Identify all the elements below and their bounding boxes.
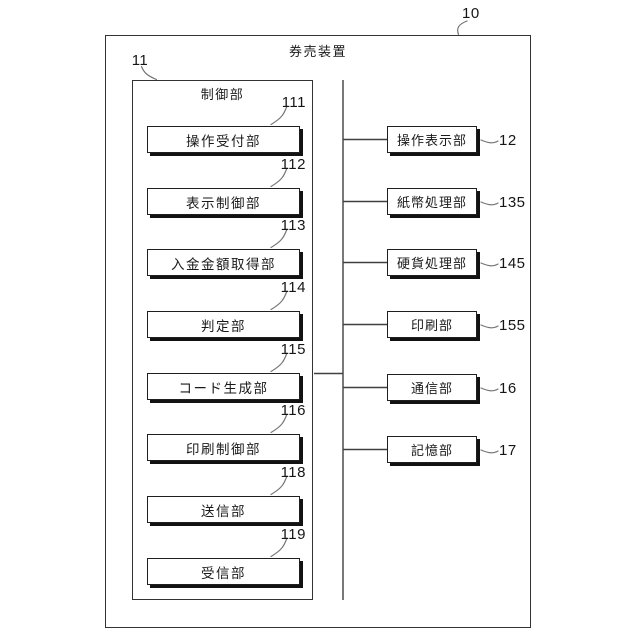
ref-number-16: 16 <box>499 380 517 397</box>
block-code-generation: コード生成部 <box>147 373 300 400</box>
ref-number-device: 10 <box>462 5 480 22</box>
ref-number-113: 113 <box>280 217 306 234</box>
block-printing: 印刷部 <box>387 311 477 338</box>
block-operation-display: 操作表示部 <box>387 126 477 153</box>
leader-line-device <box>457 20 468 36</box>
leader-line-119 <box>270 537 288 558</box>
leader-line-112 <box>270 167 288 188</box>
ref-number-145: 145 <box>499 255 526 272</box>
block-display-control: 表示制御部 <box>147 188 300 215</box>
leader-line-111 <box>270 105 288 126</box>
block-reception: 受信部 <box>147 558 300 585</box>
ref-number-116: 116 <box>280 402 306 419</box>
ref-number-135: 135 <box>499 194 526 211</box>
ref-number-114: 114 <box>280 279 306 296</box>
leader-line-145 <box>480 262 499 267</box>
ref-number-17: 17 <box>499 442 517 459</box>
ref-number-118: 118 <box>280 464 306 481</box>
device-title: 券売装置 <box>288 44 347 59</box>
ref-number-115: 115 <box>280 341 306 358</box>
leader-line-16 <box>480 387 499 392</box>
ref-number-119: 119 <box>280 526 306 543</box>
block-operation-reception: 操作受付部 <box>147 126 300 153</box>
block-determination: 判定部 <box>147 311 300 338</box>
ref-number-112: 112 <box>280 156 306 173</box>
leader-line-115 <box>270 352 288 373</box>
leader-line-116 <box>270 413 288 434</box>
ref-number-controller: 11 <box>131 52 149 69</box>
ref-number-12: 12 <box>499 132 517 149</box>
leader-line-135 <box>480 201 499 206</box>
block-print-control: 印刷制御部 <box>147 434 300 461</box>
leader-line-118 <box>270 475 288 496</box>
ref-number-155: 155 <box>499 317 526 334</box>
leader-line-controller <box>140 65 158 81</box>
block-storage: 記憶部 <box>387 436 477 463</box>
controller-box: 制御部 <box>132 80 313 600</box>
leader-line-12 <box>480 139 499 144</box>
block-transmission: 送信部 <box>147 496 300 523</box>
block-deposit-amount-acquisition: 入金金額取得部 <box>147 249 300 276</box>
leader-line-114 <box>270 290 288 311</box>
block-bill-processing: 紙幣処理部 <box>387 188 477 215</box>
leader-line-155 <box>480 324 499 329</box>
leader-line-113 <box>270 228 288 249</box>
ticket-vending-device-box: 券売装置 <box>105 35 531 628</box>
controller-title: 制御部 <box>200 87 245 102</box>
block-coin-processing: 硬貨処理部 <box>387 249 477 276</box>
block-communication: 通信部 <box>387 374 477 401</box>
leader-line-17 <box>480 449 499 454</box>
ref-number-111: 111 <box>281 94 306 111</box>
